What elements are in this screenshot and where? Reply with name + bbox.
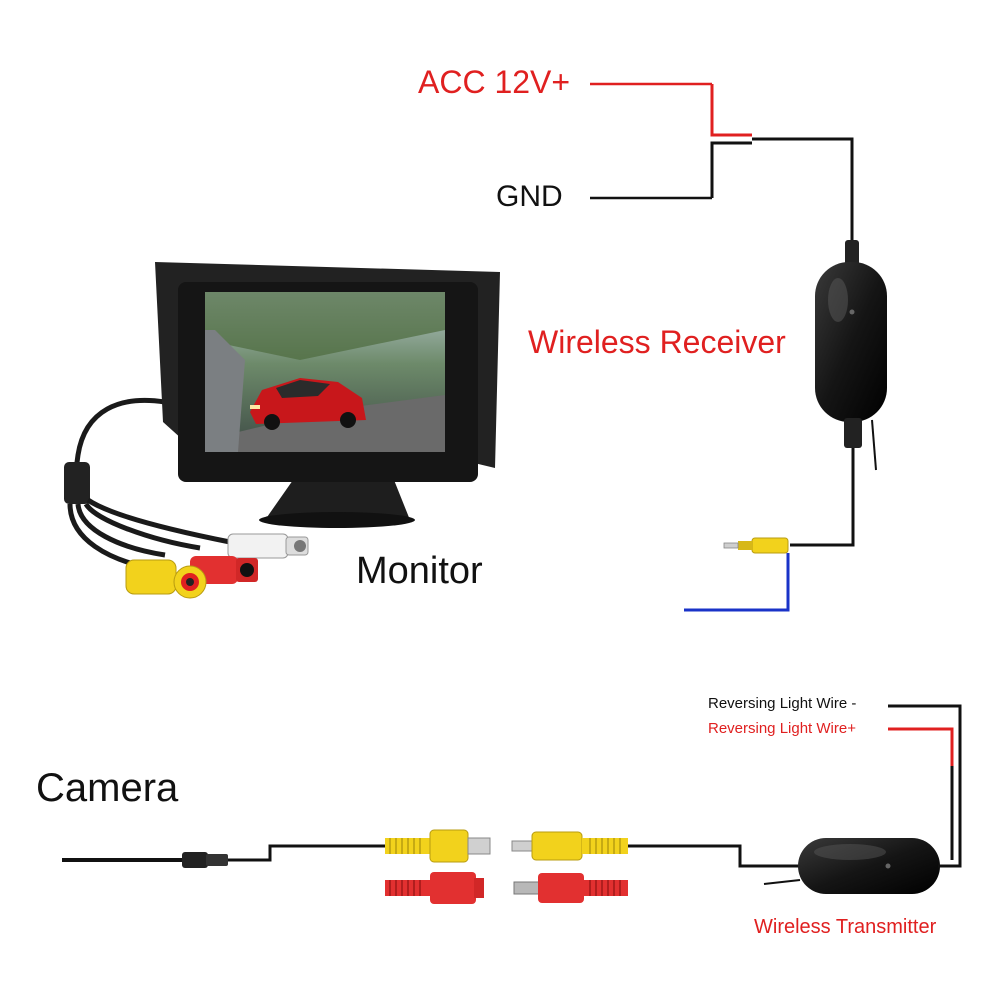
receiver-video-cable [790,448,855,547]
acc-power-wire [590,82,752,137]
ground-wire [590,141,752,200]
wireless-transmitter-icon [763,838,940,894]
receiver-power-cable [752,137,859,266]
reversing-light-negative-wire [888,704,962,868]
wireless-receiver-icon [815,262,887,471]
camera-cable-junction [182,852,228,868]
receiver-rca-plug [723,537,789,554]
camera-red-dc-plug [385,872,484,904]
reversing-light-positive-label: Reversing Light Wire+ [708,720,856,737]
video-wire-to-monitor [684,553,790,612]
monitor-yellow-rca-connector [125,559,207,599]
wireless-receiver-label: Wireless Receiver [528,324,786,360]
gnd-label: GND [496,180,563,213]
camera-yellow-rca-plug [385,829,491,863]
reversing-light-positive-wire [888,727,954,766]
transmitter-yellow-rca-plug [511,831,628,861]
monitor-cable-harness [64,462,231,571]
wireless-transmitter-label: Wireless Transmitter [754,916,937,938]
monitor-icon [73,262,500,528]
monitor-label: Monitor [356,550,483,592]
camera-split-wires [228,844,388,862]
reversing-light-negative-label: Reversing Light Wire - [708,695,857,712]
acc-12v-label: ACC 12V+ [418,64,571,100]
transmitter-input-wires [628,844,800,868]
monitor-white-rca-connector [227,533,309,559]
transmitter-red-dc-plug [513,873,628,903]
camera-label: Camera [36,766,179,810]
